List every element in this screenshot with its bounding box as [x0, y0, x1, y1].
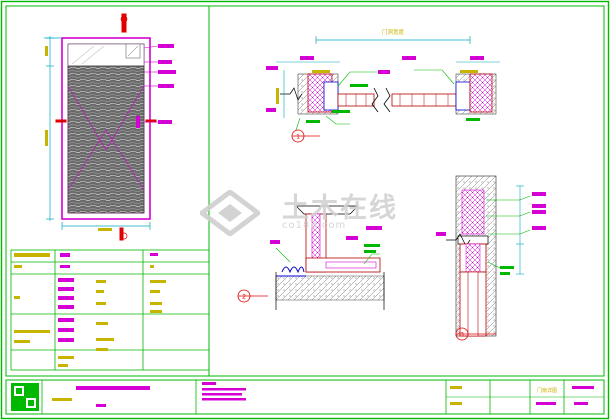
elevation-leaders: [140, 45, 159, 123]
cut-markers: [55, 13, 157, 241]
wall-section: 3: [436, 175, 546, 341]
elevation-leader-tags: [158, 44, 176, 124]
threshold-detail: 2: [237, 205, 385, 310]
wood-panel: [67, 65, 145, 214]
plan-width-label: 门洞宽度: [382, 28, 405, 36]
door-handle: [136, 116, 140, 128]
dim-text-marks: [45, 46, 112, 231]
sheet-inner-frame: [5, 5, 605, 377]
plan-section: 门洞宽度: [266, 28, 500, 143]
door-elevation: [61, 37, 151, 220]
section-mark-2: 2: [242, 294, 246, 301]
schedule-cells: [14, 253, 166, 367]
elevation-dimensions: [44, 36, 151, 230]
title-block: 门扇详图: [5, 379, 605, 415]
sheet-caption: 门扇详图: [537, 387, 557, 394]
section-mark-3: 3: [460, 332, 464, 339]
door-schedule-table: [10, 249, 210, 371]
section-mark-1: 1: [296, 134, 300, 141]
